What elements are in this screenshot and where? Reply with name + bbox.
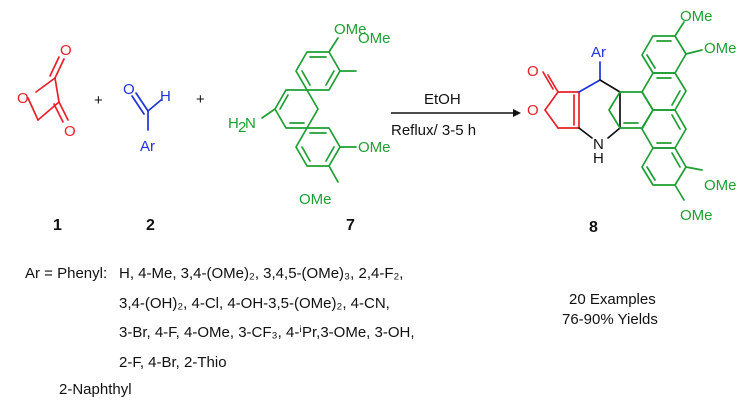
compound-number-2: 2 xyxy=(146,217,155,234)
product-ring-oxygen: O xyxy=(527,102,539,119)
substituent-prefix: Ar = Phenyl: xyxy=(25,265,108,282)
plus-sign-2: + xyxy=(196,91,205,108)
ome-label-1: OMe xyxy=(334,21,367,38)
ome-label-4: OMe xyxy=(299,191,332,208)
yields-range: 76-90% Yields xyxy=(562,311,658,328)
product-ome-2: OMe xyxy=(704,40,737,57)
plus-sign-1: + xyxy=(94,92,103,109)
compound-1-structure: O O O xyxy=(17,42,76,140)
compound-number-7: 7 xyxy=(346,217,355,234)
product-ar-label: Ar xyxy=(591,44,606,61)
ome-label-2: OMe xyxy=(358,30,391,47)
keto-oxygen-label: O xyxy=(64,123,76,140)
compound-number-8: 8 xyxy=(589,219,598,236)
ring-oxygen-label: O xyxy=(17,90,29,107)
condition-solvent: EtOH xyxy=(424,91,461,108)
substituent-line-3: 3-Br, 4-F, 4-OMe, 3-CF₃, 4-ⁱPr,3-OMe, 3-… xyxy=(119,324,415,341)
examples-count: 20 Examples xyxy=(569,291,656,308)
substituent-line-2: 3,4-(OH)₂, 4-Cl, 4-OH-3,5-(OMe)₂, 4-CN, xyxy=(119,295,390,312)
substituent-line-4: 2-F, 4-Br, 2-Thio xyxy=(119,354,227,371)
aldehyde-oxygen-label: O xyxy=(123,81,135,98)
aldehyde-hydrogen-label: H xyxy=(160,88,171,105)
compound-8-structure: O O Ar N H OMe OMe OMe xyxy=(527,8,737,224)
substituent-line-1: H, 4-Me, 3,4-(OMe)₂, 3,4,5-(OMe)₃, 2,4-F… xyxy=(119,265,404,282)
reaction-arrow-group: EtOH Reflux/ 3-5 h xyxy=(391,91,521,139)
compound-2-structure: O H Ar xyxy=(123,81,171,155)
compound-7-structure: OMe OMe OMe OMe H 2 N xyxy=(228,21,391,208)
product-ome-1: OMe xyxy=(680,8,713,25)
amine-n-label: N xyxy=(245,115,256,132)
nh-h-label: H xyxy=(593,150,604,167)
amine-h-label: H xyxy=(228,115,239,132)
naphthyl-entry: 2-Naphthyl xyxy=(59,381,132,398)
nh-n-label: N xyxy=(593,136,604,153)
aldehyde-ar-label: Ar xyxy=(140,138,155,155)
product-ome-4: OMe xyxy=(680,207,713,224)
carbonyl-oxygen-label: O xyxy=(60,42,72,59)
ome-label-3: OMe xyxy=(358,139,391,156)
amine-subscript-label: 2 xyxy=(238,119,246,136)
product-ome-3: OMe xyxy=(704,177,737,194)
condition-time: Reflux/ 3-5 h xyxy=(391,122,476,139)
product-carbonyl-oxygen: O xyxy=(527,63,539,80)
compound-number-1: 1 xyxy=(53,217,62,234)
arrowhead-icon xyxy=(513,109,521,117)
